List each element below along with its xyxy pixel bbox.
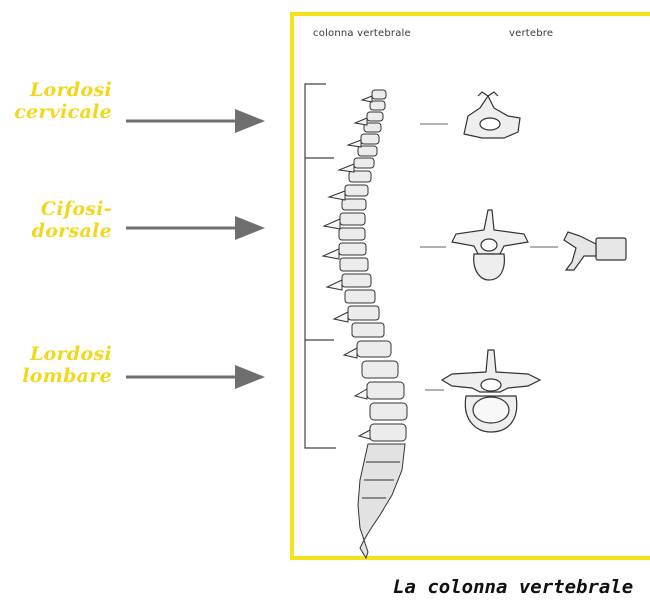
vertebral-column [339, 90, 407, 441]
thoracic-vertebra-detail [452, 210, 528, 280]
region-bracket [305, 84, 336, 448]
lumbar-vertebra-detail [442, 350, 540, 432]
cervical-vertebra-detail [464, 92, 520, 138]
caption: La colonna vertebrale [393, 576, 633, 598]
sacrum-coccyx [358, 444, 405, 558]
thoracic-vertebra-side-detail [564, 232, 626, 270]
